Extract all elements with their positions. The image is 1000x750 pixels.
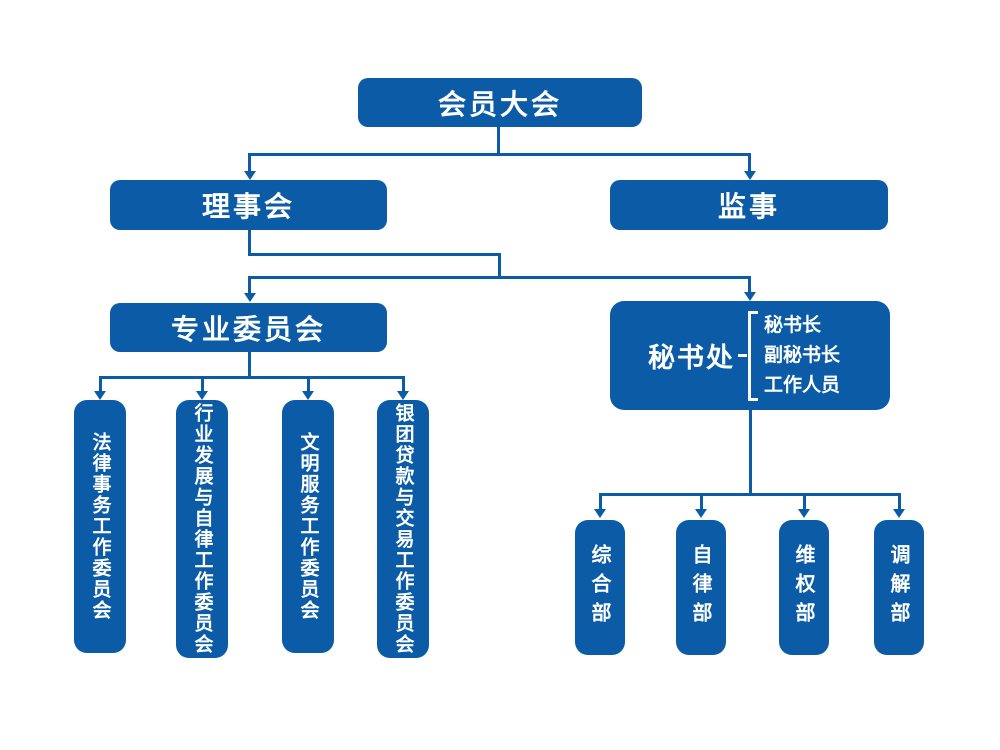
- arrow-down-icon: [893, 509, 905, 518]
- connector-line: [201, 379, 204, 392]
- department-label: 调解部: [887, 544, 911, 631]
- node-secretariat-label: 秘书处: [648, 343, 735, 374]
- arrow-down-icon: [798, 509, 810, 518]
- department-label: 维权部: [792, 544, 816, 631]
- connector-line: [748, 279, 751, 293]
- committee-label: 行业发展与自律工作委员会: [191, 403, 214, 655]
- connector-line: [99, 376, 405, 379]
- connector-line: [498, 253, 501, 279]
- connector-line: [248, 279, 251, 294]
- connector-line: [248, 352, 251, 378]
- node-supervisor-label: 监事: [717, 190, 780, 223]
- arrow-down-icon: [594, 509, 606, 518]
- arrow-down-icon: [196, 391, 208, 400]
- connector-line: [599, 493, 901, 496]
- node-committee-industry-development: 行业发展与自律工作委员会: [176, 400, 228, 658]
- connector-line: [248, 156, 251, 172]
- connector-line: [700, 496, 703, 510]
- secretariat-staff-list: 秘书长 副秘书长 工作人员: [764, 316, 840, 395]
- arrow-down-icon: [244, 293, 256, 302]
- node-council-label: 理事会: [201, 190, 295, 223]
- connector-line: [497, 127, 500, 156]
- node-members-assembly-label: 会员大会: [437, 87, 562, 121]
- arrow-down-icon: [744, 171, 756, 180]
- node-supervisor: 监事: [610, 180, 888, 230]
- committee-label: 银团贷款与交易工作委员会: [392, 403, 415, 655]
- arrow-down-icon: [302, 391, 314, 400]
- node-dept-general: 综合部: [575, 520, 625, 655]
- secretariat-bracket-icon: [748, 310, 758, 401]
- connector-line: [599, 496, 602, 510]
- staff-item: 工作人员: [764, 374, 841, 396]
- committee-label: 文明服务工作委员会: [297, 432, 320, 621]
- arrow-down-icon: [94, 391, 106, 400]
- node-dept-rights-protection: 维权部: [779, 520, 829, 655]
- node-dept-mediation: 调解部: [874, 520, 924, 655]
- arrow-down-icon: [244, 171, 256, 180]
- secretariat-dash: [738, 354, 747, 357]
- connector-line: [898, 496, 901, 510]
- staff-item: 副秘书长: [764, 344, 841, 366]
- arrow-down-icon: [397, 391, 409, 400]
- connector-line: [248, 253, 501, 256]
- connector-line: [99, 379, 102, 392]
- node-council: 理事会: [110, 180, 387, 230]
- connector-line: [248, 230, 251, 256]
- connector-line: [803, 496, 806, 510]
- department-label: 综合部: [588, 544, 612, 631]
- node-committee-legal-affairs: 法律事务工作委员会: [74, 400, 126, 653]
- connector-line: [402, 379, 405, 392]
- connector-line: [248, 153, 751, 156]
- connector-line: [248, 276, 751, 279]
- node-members-assembly: 会员大会: [358, 78, 642, 127]
- committee-label: 法律事务工作委员会: [89, 432, 112, 621]
- staff-item: 秘书长: [764, 314, 822, 336]
- node-dept-self-discipline: 自律部: [676, 520, 726, 655]
- arrow-down-icon: [744, 292, 756, 301]
- node-committee-syndicated-loan: 银团贷款与交易工作委员会: [377, 400, 429, 658]
- node-committee-civilized-service: 文明服务工作委员会: [282, 400, 334, 653]
- node-professional-committee-label: 专业委员会: [170, 312, 326, 346]
- connector-line: [748, 156, 751, 172]
- connector-line: [749, 410, 752, 496]
- department-label: 自律部: [689, 544, 713, 631]
- connector-line: [307, 379, 310, 392]
- node-secretariat: 秘书处 秘书长 副秘书长 工作人员: [610, 301, 890, 410]
- node-professional-committee: 专业委员会: [110, 303, 387, 352]
- arrow-down-icon: [695, 509, 707, 518]
